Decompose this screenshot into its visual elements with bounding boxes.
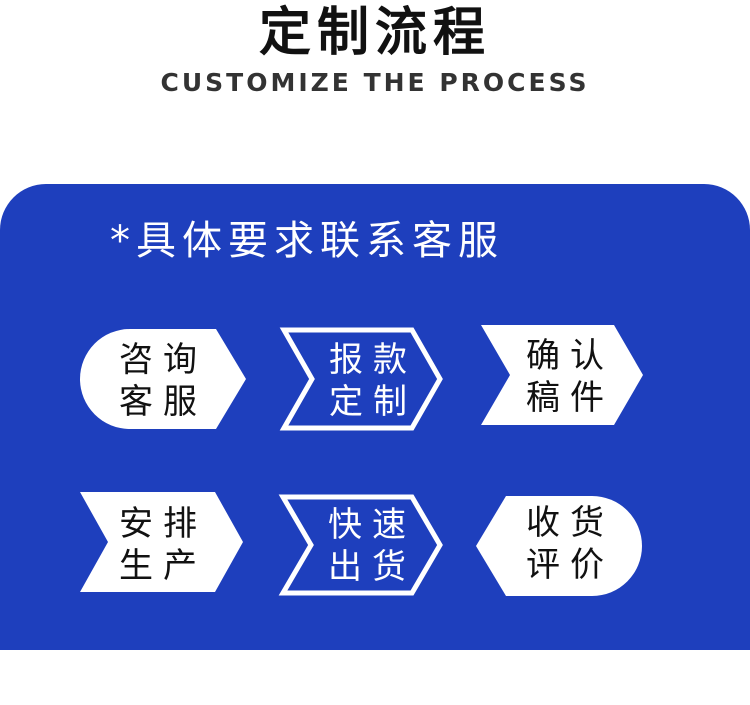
step-1-line2: 客服 [119,382,207,422]
step-5-line2: 出货 [328,547,416,587]
step-2-line1: 报款 [329,340,417,380]
step-2-line2: 定制 [329,382,417,422]
step-6-line2: 评价 [526,545,614,585]
contact-notice: *具体要求联系客服 [110,218,504,264]
step-3-line1: 确认 [526,336,614,376]
step-4-line1: 安排 [119,504,207,544]
step-1-label: 咨询 客服 [113,339,213,423]
step-2-label: 报款 定制 [323,339,423,423]
step-4-label: 安排 生产 [113,503,213,587]
step-5-label: 快速 出货 [322,504,422,588]
step-1-line1: 咨询 [119,340,207,380]
step-3-label: 确认 稿件 [520,335,620,419]
step-6-label: 收货 评价 [520,502,620,586]
step-3-line2: 稿件 [526,378,614,418]
page-title: 定制流程 [258,3,491,63]
page-subtitle: CUSTOMIZE THE PROCESS [160,68,590,97]
step-4-line2: 生产 [119,546,207,586]
step-6-line1: 收货 [526,503,614,543]
step-5-line1: 快速 [328,505,416,545]
